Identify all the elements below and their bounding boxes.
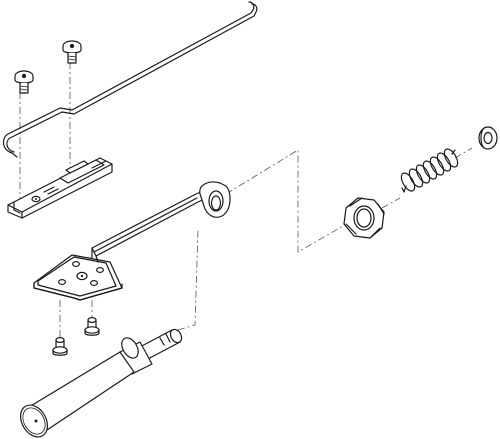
bent-wire-rod bbox=[2, 1, 258, 158]
rivet-left bbox=[52, 337, 68, 356]
mounting-screw-right bbox=[62, 40, 82, 64]
coil-spring bbox=[400, 148, 459, 193]
lever-arm-plate bbox=[33, 181, 231, 301]
slide-latch-bracket bbox=[7, 157, 113, 219]
hex-nut bbox=[343, 197, 385, 239]
rivet-right bbox=[84, 317, 100, 336]
assembly-centerlines bbox=[19, 62, 473, 342]
flat-washer bbox=[478, 126, 498, 150]
handle-knob bbox=[19, 328, 183, 438]
mounting-screw-left bbox=[14, 70, 34, 94]
